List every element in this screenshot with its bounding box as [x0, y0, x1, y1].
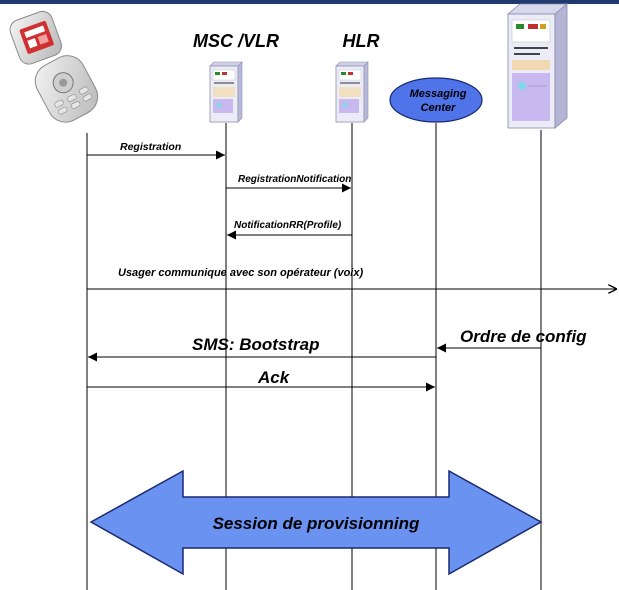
hlr-server-icon — [335, 61, 369, 123]
tower-server-icon — [506, 3, 569, 129]
messaging-center-ellipse — [389, 77, 483, 123]
session-label: Session de provisionning — [213, 514, 420, 533]
top-bar — [0, 0, 619, 4]
message-label-ack: Ack — [257, 368, 291, 387]
msc-server-icon — [209, 61, 243, 123]
entity-label-hlr: HLR — [343, 31, 380, 51]
message-label-notification-rr: NotificationRR(Profile) — [234, 220, 342, 231]
session-double-arrow: Session de provisionning — [89, 469, 543, 576]
messaging-center: Messaging Center — [389, 77, 483, 123]
messaging-center-label-line2: Center — [421, 102, 457, 114]
messaging-center-label-line1: Messaging — [410, 88, 467, 100]
message-label-sms-bootstrap: SMS: Bootstrap — [192, 335, 320, 354]
entity-label-msc-vlr: MSC /VLR — [193, 31, 279, 51]
message-label-voice: Usager communique avec son opérateur (vo… — [118, 267, 363, 279]
message-label-registration-notification: RegistrationNotification — [238, 174, 351, 185]
session-arrow-shape — [89, 469, 543, 576]
mobile-phone-icon — [9, 10, 99, 123]
message-label-registration: Registration — [120, 141, 181, 153]
message-label-ordre-config: Ordre de config — [460, 327, 587, 346]
